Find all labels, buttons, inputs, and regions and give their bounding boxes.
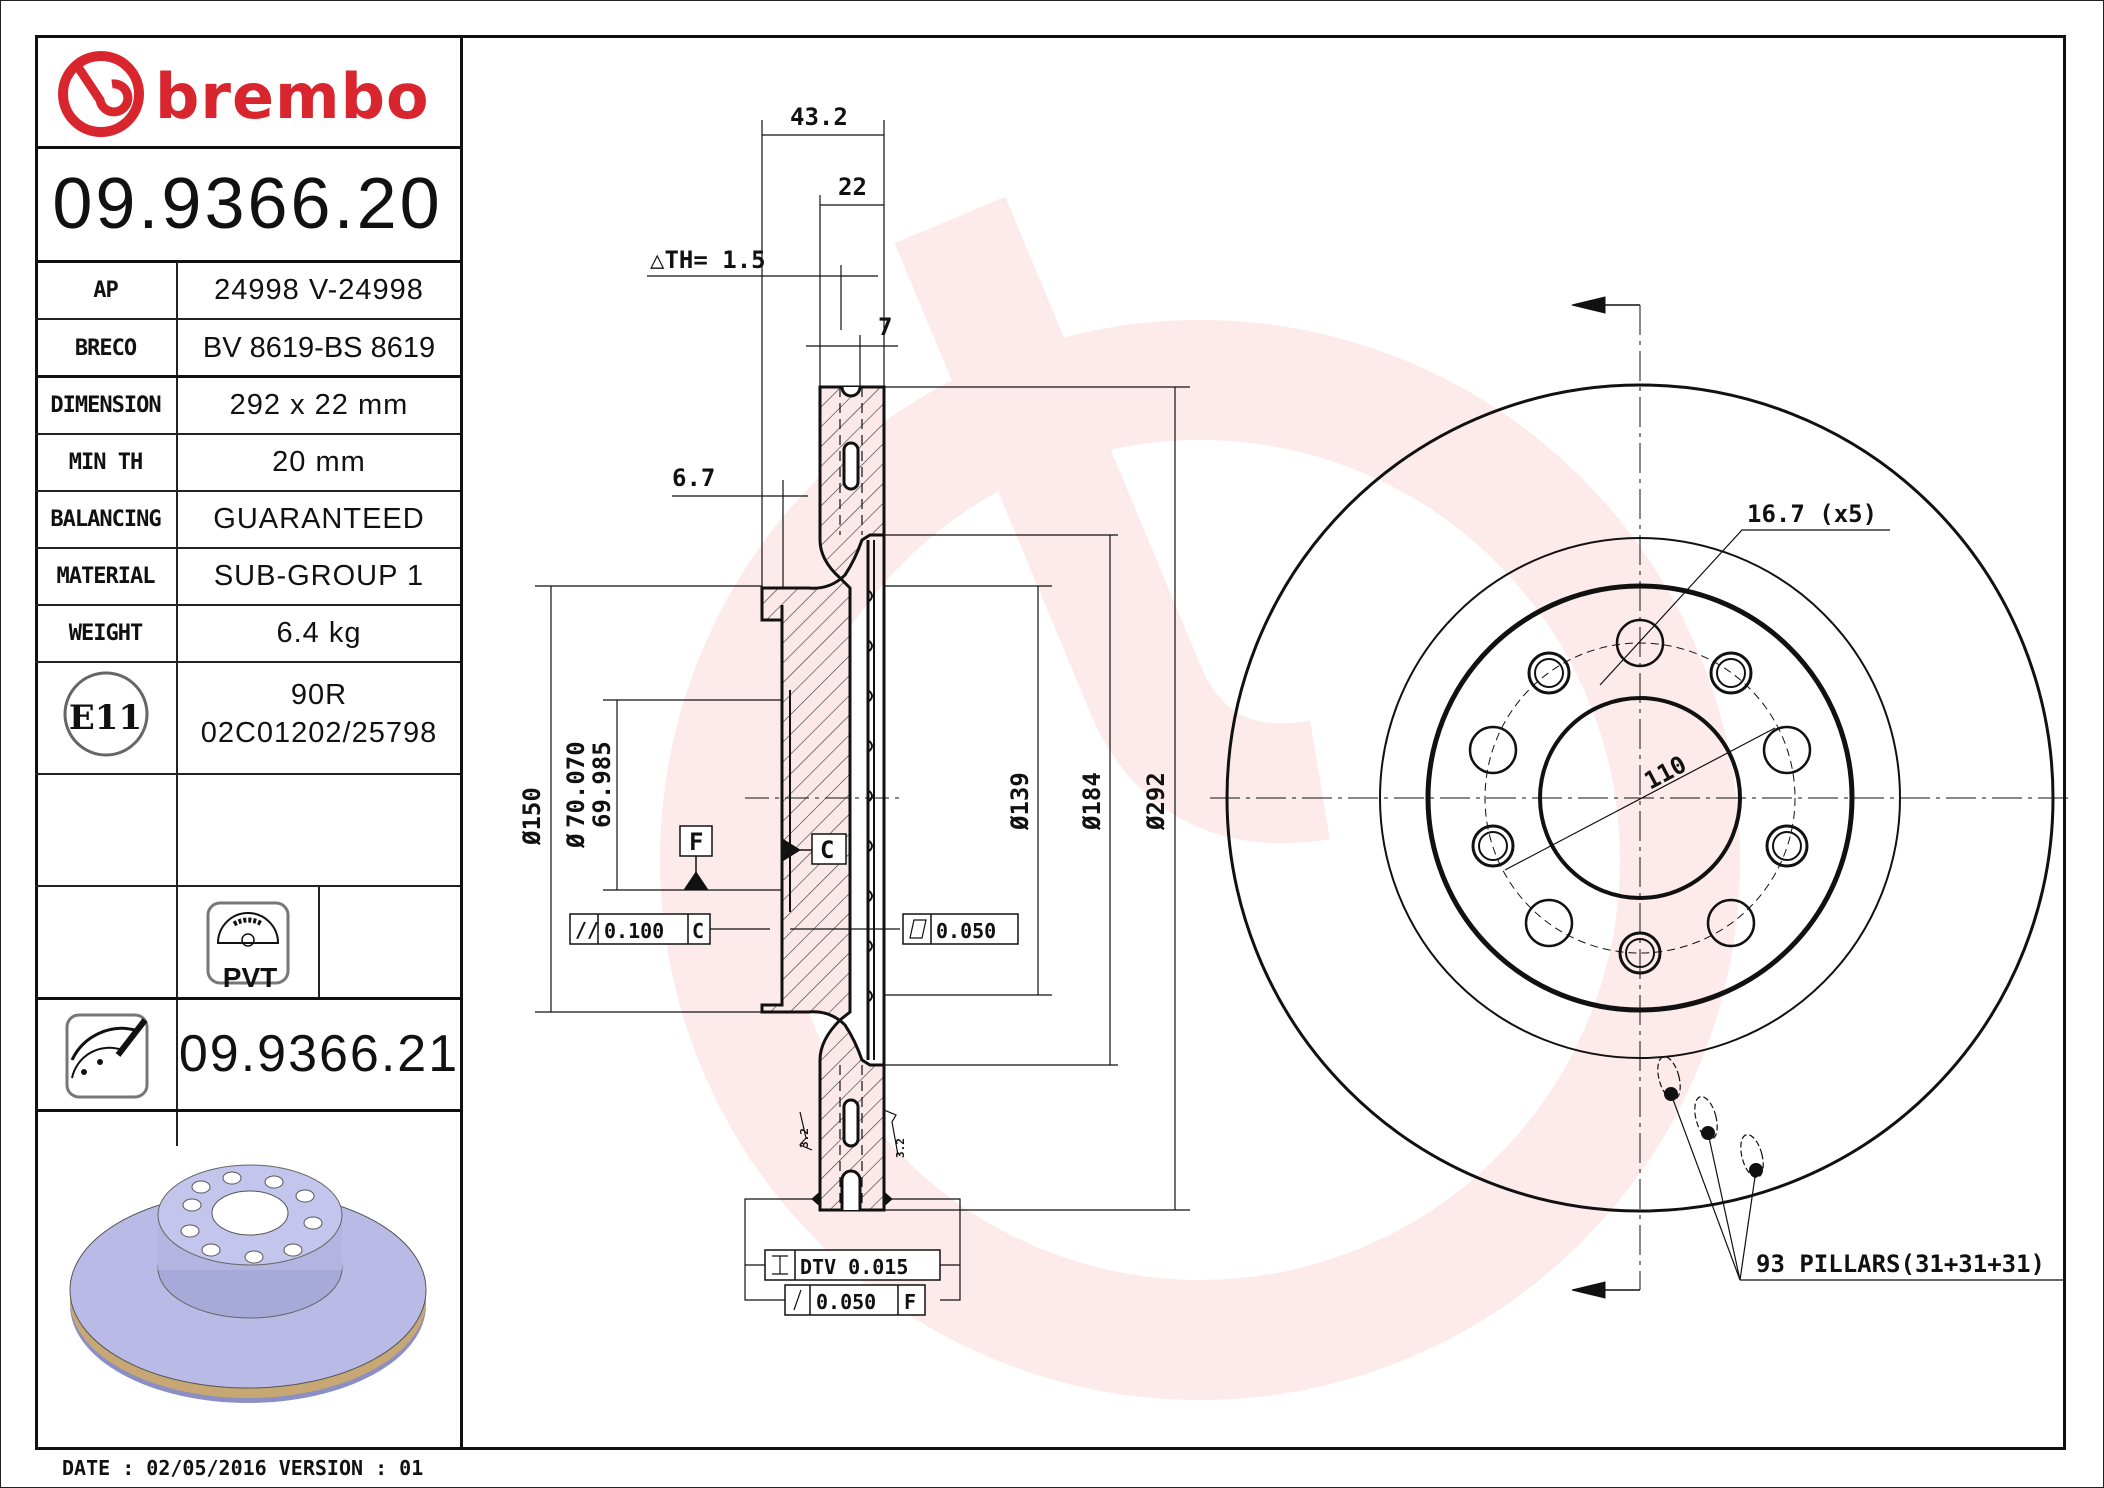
spec-value-ap: 24998 V-24998	[214, 273, 424, 306]
spec-label-material: MATERIAL	[56, 564, 156, 589]
spec-value-material: SUB-GROUP 1	[213, 560, 425, 592]
parallel-value: 0.100	[604, 919, 664, 943]
title-block: 09.9366.20 AP 24998 V-24998 BRECO BV 861…	[35, 35, 463, 1450]
approval-line1: 90R	[290, 678, 348, 711]
column-divider	[318, 885, 320, 997]
dim-hat-wall: 6.7	[672, 464, 715, 492]
alt-part-number: 09.9366.21	[178, 1025, 460, 1083]
section-view: Ø292 Ø184 Ø139 Ø150 Ø 70.070 69.985	[518, 120, 1190, 1316]
svg-text:Ø292: Ø292	[1142, 772, 1170, 831]
pvt-label: PVT	[222, 962, 278, 993]
divider	[35, 547, 460, 549]
part-number: 09.9366.20	[52, 164, 443, 244]
spec-value-balancing: GUARANTEED	[213, 503, 425, 535]
divider	[35, 318, 460, 320]
spec-label-weight: WEIGHT	[68, 621, 143, 646]
e11-approval-mark	[63, 671, 149, 757]
dim-delta-th: △TH= 1.5	[650, 246, 766, 274]
divider	[35, 490, 460, 492]
coated-disc-icon	[65, 1013, 149, 1099]
parallel-datum: C	[692, 919, 704, 943]
pillars-note: 93 PILLARS(31+31+31)	[1756, 1250, 2045, 1278]
dim-overall: 43.2	[790, 103, 848, 131]
spec-label-balancing: BALANCING	[50, 507, 161, 532]
parallel-symbol: //	[575, 918, 599, 942]
flatness-value: 0.050	[936, 919, 996, 943]
runout-datum: F	[904, 1290, 916, 1314]
svg-text:Ø184: Ø184	[1078, 772, 1106, 831]
divider	[35, 885, 460, 887]
divider	[35, 997, 460, 1000]
spec-label-dimension: DIMENSION	[50, 392, 161, 418]
spec-label-min-th: MIN TH	[68, 450, 143, 475]
approval-line2: 02C01202/25798	[200, 716, 438, 749]
divider	[35, 604, 460, 606]
datum-c: C	[820, 836, 834, 864]
svg-text:Ø: Ø	[562, 833, 590, 849]
watermark-logo	[660, 196, 1740, 1400]
spec-label-breco: BRECO	[74, 335, 137, 361]
spec-value-min-th: 20 mm	[272, 446, 366, 478]
divider	[35, 260, 460, 263]
spec-value-weight: 6.4 kg	[276, 617, 362, 649]
column-divider	[176, 885, 178, 1146]
spec-value-breco: BV 8619-BS 8619	[202, 331, 436, 364]
brembo-logo: brembo	[58, 51, 430, 137]
divider	[35, 773, 460, 775]
runout-value: 0.050	[816, 1290, 876, 1314]
spec-label-ap: AP	[93, 277, 119, 303]
dtv-label: DTV 0.015	[800, 1255, 908, 1279]
disc-3d-illustration	[69, 1164, 427, 1403]
divider	[35, 661, 460, 663]
footer-date-version: DATE : 02/05/2016 VERSION : 01	[62, 1456, 424, 1480]
bolt-hole-dim: 16.7 (x5)	[1747, 500, 1877, 528]
svg-text:Ø150: Ø150	[518, 787, 546, 846]
pvt-badge-icon	[206, 901, 290, 985]
divider	[35, 146, 460, 149]
divider	[35, 433, 460, 435]
spec-value-dimension: 292 x 22 mm	[229, 388, 409, 421]
divider	[35, 1109, 460, 1112]
datum-f: F	[689, 828, 703, 856]
column-divider	[176, 262, 178, 885]
e11-label: E11	[68, 698, 143, 738]
front-view	[1210, 296, 2070, 1299]
svg-text:Ø139: Ø139	[1006, 772, 1034, 831]
dim-vane: 7	[878, 313, 892, 341]
dim-thickness: 22	[838, 173, 867, 201]
svg-text:70.070: 70.070	[562, 741, 590, 828]
divider	[35, 375, 460, 378]
drawing-frame	[35, 35, 2066, 1450]
roughness-left: 3.2	[798, 1128, 811, 1148]
svg-text:69.985: 69.985	[588, 741, 616, 828]
roughness-right: 3.2	[894, 1138, 907, 1158]
svg-text:brembo: brembo	[155, 60, 430, 133]
